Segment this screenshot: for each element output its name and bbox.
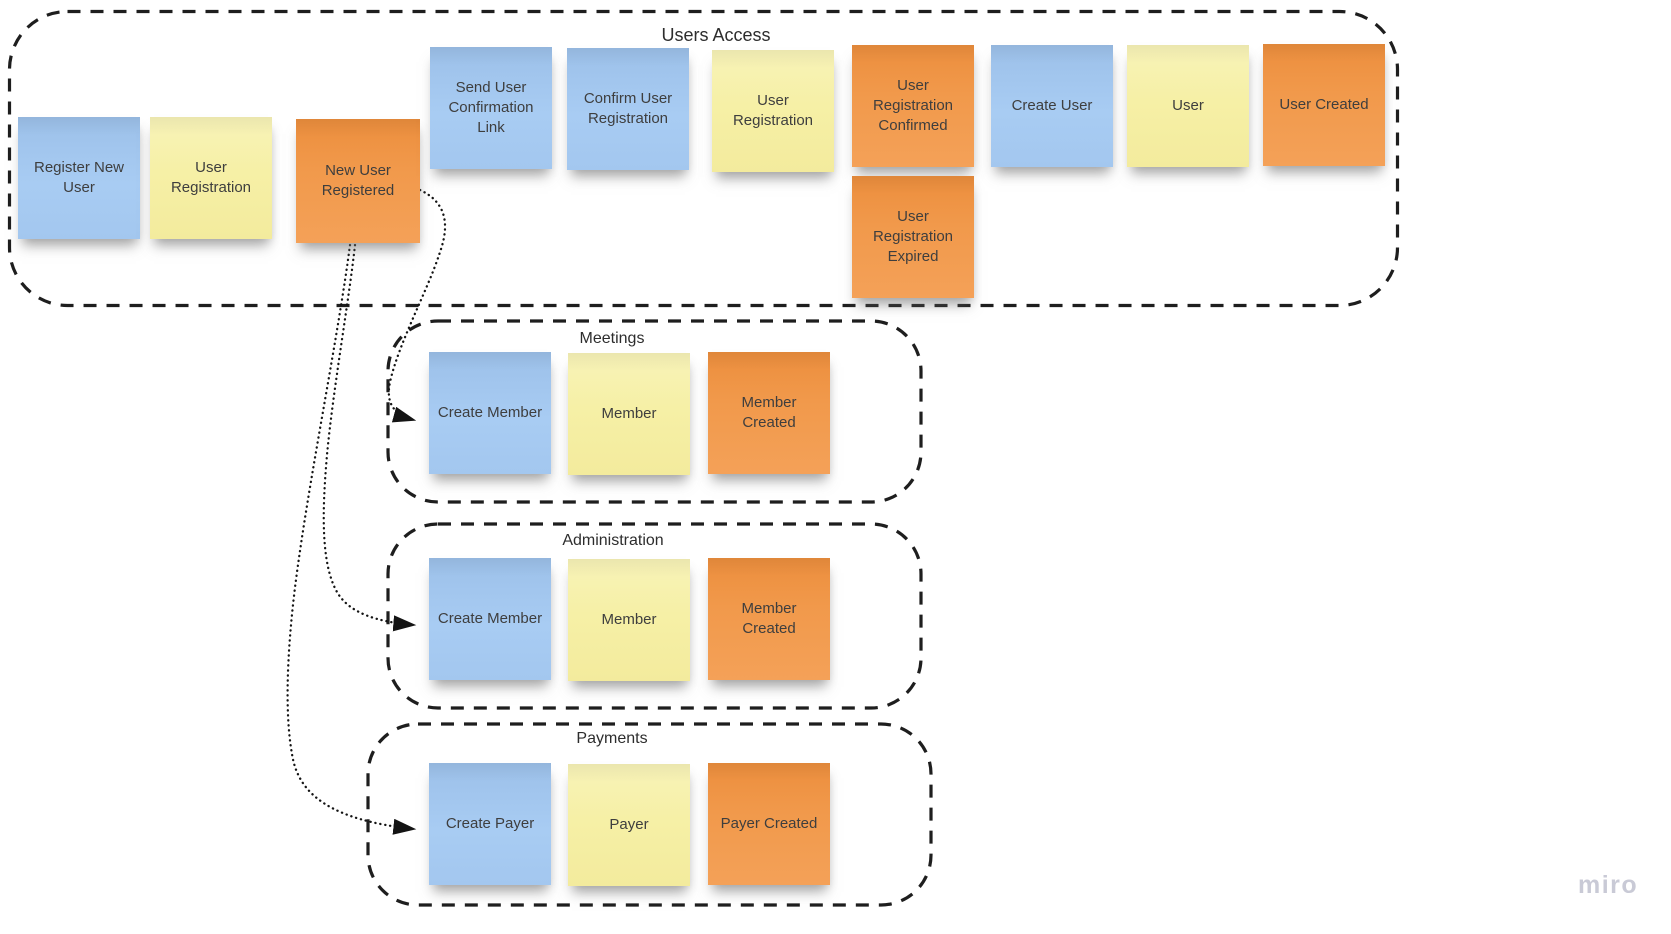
sticky-user-registration-top[interactable]: User Registration xyxy=(712,50,834,172)
sticky-member-meetings[interactable]: Member xyxy=(568,353,690,475)
sticky-send-user-confirmation-link[interactable]: Send User Confirmation Link xyxy=(430,47,552,169)
frame-title-payments[interactable]: Payments xyxy=(576,730,648,747)
sticky-label: Member Created xyxy=(741,600,797,637)
sticky-user[interactable]: User xyxy=(1127,45,1249,167)
sticky-payer[interactable]: Payer xyxy=(568,764,690,886)
connector-new-user-registered-to-administration[interactable] xyxy=(322,243,417,632)
sticky-user-created[interactable]: User Created xyxy=(1263,44,1385,166)
frame-payments[interactable] xyxy=(366,722,933,907)
frame-administration[interactable] xyxy=(386,522,923,710)
sticky-label: User Registration xyxy=(732,92,814,129)
sticky-confirm-user-registration[interactable]: Confirm User Registration xyxy=(567,48,689,170)
frame-title-users-access[interactable]: Users Access xyxy=(661,25,771,45)
sticky-label: Member xyxy=(601,611,657,629)
sticky-new-user-registered[interactable]: New User Registered xyxy=(296,119,420,243)
sticky-create-member-meetings[interactable]: Create Member xyxy=(429,352,551,474)
sticky-label: Member Created xyxy=(741,394,797,431)
sticky-label: Payer xyxy=(609,816,649,834)
sticky-label: Send User Confirmation Link xyxy=(448,79,534,136)
sticky-label: User Registration Confirmed xyxy=(872,77,954,134)
sticky-user-registration-confirmed[interactable]: User Registration Confirmed xyxy=(852,45,974,167)
sticky-label: Confirm User Registration xyxy=(583,90,673,127)
frame-title-administration[interactable]: Administration xyxy=(562,532,664,549)
frame-meetings[interactable] xyxy=(386,319,923,504)
sticky-register-new-user[interactable]: Register New User xyxy=(18,117,140,239)
sticky-user-registration-left[interactable]: User Registration xyxy=(150,117,272,239)
frame-title-meetings[interactable]: Meetings xyxy=(579,330,645,347)
miro-logo: miro xyxy=(1578,871,1639,899)
sticky-label: Create User xyxy=(1011,97,1093,115)
sticky-create-user[interactable]: Create User xyxy=(991,45,1113,167)
frame-users-access[interactable] xyxy=(7,9,1400,308)
sticky-create-payer[interactable]: Create Payer xyxy=(429,763,551,885)
sticky-label: User xyxy=(1172,97,1204,115)
sticky-label: User Created xyxy=(1279,96,1369,114)
sticky-label: User Registration xyxy=(170,159,252,196)
sticky-label: User Registration Expired xyxy=(872,208,954,265)
sticky-label: New User Registered xyxy=(321,162,395,199)
sticky-label: Create Payer xyxy=(445,815,535,833)
connector-new-user-registered-to-payments[interactable] xyxy=(286,243,417,835)
sticky-member-created-administration[interactable]: Member Created xyxy=(708,558,830,680)
sticky-create-member-administration[interactable]: Create Member xyxy=(429,558,551,680)
sticky-payer-created[interactable]: Payer Created xyxy=(708,763,830,885)
sticky-label: Register New User xyxy=(33,159,125,196)
sticky-label: Create Member xyxy=(437,610,543,628)
sticky-label: Member xyxy=(601,405,657,423)
sticky-member-created-meetings[interactable]: Member Created xyxy=(708,352,830,474)
sticky-member-administration[interactable]: Member xyxy=(568,559,690,681)
sticky-label: Create Member xyxy=(437,404,543,422)
sticky-label: Payer Created xyxy=(720,815,818,833)
sticky-user-registration-expired[interactable]: User Registration Expired xyxy=(852,176,974,298)
